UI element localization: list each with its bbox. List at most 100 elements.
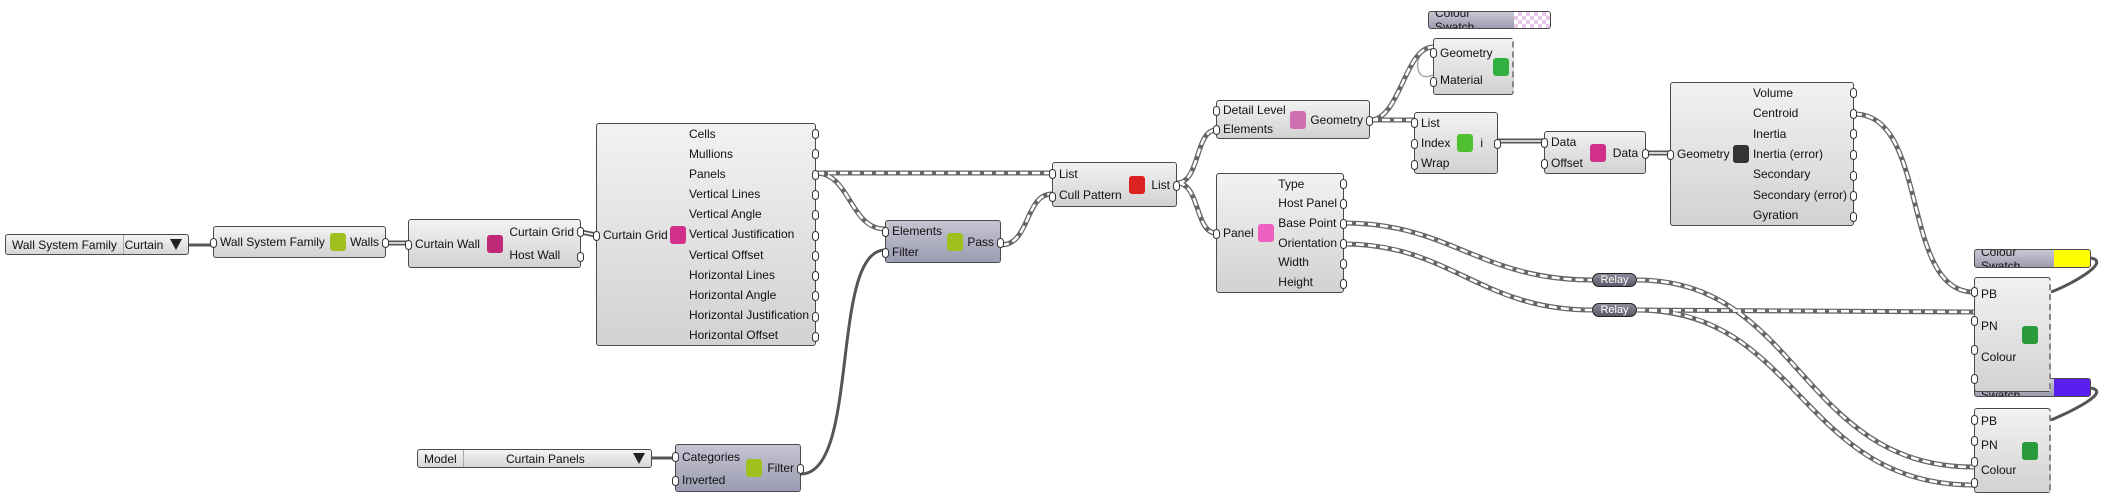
output-param[interactable]: Volume — [1752, 86, 1793, 101]
component-wsf[interactable]: Wall System Family Walls — [210, 226, 389, 258]
input-port[interactable] — [1971, 373, 1978, 384]
swatch-color[interactable] — [2054, 250, 2090, 267]
input-param[interactable]: Inverted — [682, 472, 726, 487]
input-param[interactable]: Colour — [1981, 462, 2017, 477]
output-param[interactable]: Inertia (error) — [1752, 146, 1823, 161]
input-port[interactable] — [882, 248, 889, 259]
output-param[interactable]: Filter — [767, 461, 794, 475]
output-port[interactable] — [997, 237, 1004, 248]
output-param[interactable]: i — [1480, 136, 1484, 150]
dropdown-arrow-icon[interactable] — [633, 453, 645, 464]
output-port[interactable] — [812, 230, 819, 241]
output-param[interactable]: Horizontal Offset — [688, 327, 779, 342]
input-param[interactable]: Index — [1421, 136, 1451, 150]
output-port[interactable] — [1494, 139, 1501, 149]
output-param[interactable]: Panels — [688, 167, 726, 182]
input-param[interactable]: PN — [1981, 318, 1998, 333]
output-param[interactable]: Horizontal Angle — [688, 287, 777, 302]
output-param[interactable]: Horizontal Lines — [688, 267, 775, 282]
colour-swatch-yellow[interactable]: Colour Swatch — [1974, 249, 2091, 268]
swatch-color[interactable] — [1514, 12, 1550, 28]
output-port[interactable] — [1340, 279, 1347, 289]
input-param[interactable]: Wall System Family — [220, 235, 325, 249]
output-param[interactable]: Mullions — [688, 147, 733, 162]
dropdown-arrow-icon[interactable] — [170, 239, 182, 250]
input-port[interactable] — [1213, 125, 1220, 136]
input-port[interactable] — [1541, 159, 1548, 170]
output-param[interactable]: Inertia — [1752, 126, 1787, 141]
input-port[interactable] — [1971, 414, 1978, 425]
output-param[interactable]: Vertical Justification — [688, 227, 795, 242]
output-port[interactable] — [1340, 259, 1347, 269]
input-param[interactable]: Material — [1440, 73, 1483, 88]
output-param[interactable]: Secondary — [1752, 167, 1811, 182]
output-param[interactable]: Centroid — [1752, 106, 1799, 121]
input-port[interactable] — [1411, 118, 1418, 129]
output-port[interactable] — [812, 129, 819, 140]
input-port[interactable] — [1430, 48, 1437, 59]
input-param[interactable]: Detail Level — [1223, 103, 1286, 118]
output-param[interactable]: Type — [1278, 176, 1305, 191]
output-port[interactable] — [1340, 179, 1347, 189]
input-port[interactable] — [1049, 169, 1056, 180]
input-port[interactable] — [1971, 435, 1978, 446]
input-port[interactable] — [1541, 137, 1548, 148]
output-port[interactable] — [577, 227, 584, 238]
output-param[interactable]: Height — [1278, 275, 1313, 290]
input-param[interactable]: PB — [1981, 286, 1998, 301]
output-param[interactable]: Orientation — [1278, 235, 1337, 250]
model-category-value-list[interactable]: Model Curtain Panels — [417, 449, 652, 468]
output-port[interactable] — [1340, 219, 1347, 229]
output-param[interactable]: Data — [1612, 145, 1639, 160]
input-port[interactable] — [672, 476, 679, 486]
output-port[interactable] — [1340, 239, 1347, 249]
input-port[interactable] — [882, 226, 889, 237]
output-port[interactable] — [1366, 115, 1373, 126]
output-port[interactable] — [1850, 191, 1857, 202]
input-param[interactable]: Elements — [892, 224, 943, 239]
input-param[interactable]: Cull Pattern — [1059, 188, 1122, 203]
output-port[interactable] — [812, 311, 819, 322]
input-port[interactable] — [1971, 457, 1978, 468]
input-port[interactable] — [593, 230, 600, 241]
input-port[interactable] — [1971, 344, 1978, 355]
output-port[interactable] — [812, 271, 819, 282]
output-port[interactable] — [1850, 150, 1857, 160]
value-list-selected[interactable]: Curtain Panels — [505, 451, 585, 466]
output-port[interactable] — [812, 189, 819, 200]
input-port[interactable] — [1049, 191, 1056, 202]
value-list-selected[interactable]: Curtain — [124, 237, 164, 252]
input-param[interactable]: Offset — [1551, 155, 1583, 170]
input-port[interactable] — [210, 238, 217, 248]
output-param[interactable]: Gyration — [1752, 207, 1799, 222]
input-param[interactable]: Data — [1551, 135, 1577, 150]
colour-swatch-transparent[interactable]: Colour Swatch — [1428, 11, 1551, 29]
input-param[interactable]: Filter — [892, 244, 919, 259]
output-param[interactable]: Geometry — [1310, 112, 1363, 127]
output-port[interactable] — [812, 210, 819, 221]
swatch-color[interactable] — [2054, 379, 2090, 396]
output-param[interactable]: Curtain Grid — [509, 224, 574, 239]
input-param[interactable]: List — [1059, 166, 1078, 181]
output-param[interactable]: Walls — [350, 235, 379, 249]
output-port[interactable] — [812, 250, 819, 261]
input-param[interactable]: Panel — [1223, 226, 1254, 240]
output-port[interactable] — [1850, 108, 1857, 119]
input-param[interactable]: Elements — [1223, 121, 1274, 136]
output-port[interactable] — [1340, 199, 1347, 209]
input-port[interactable] — [1213, 105, 1220, 116]
input-param[interactable]: Curtain Wall — [415, 236, 480, 251]
output-param[interactable]: Host Panel — [1278, 196, 1337, 211]
input-port[interactable] — [1971, 316, 1978, 327]
